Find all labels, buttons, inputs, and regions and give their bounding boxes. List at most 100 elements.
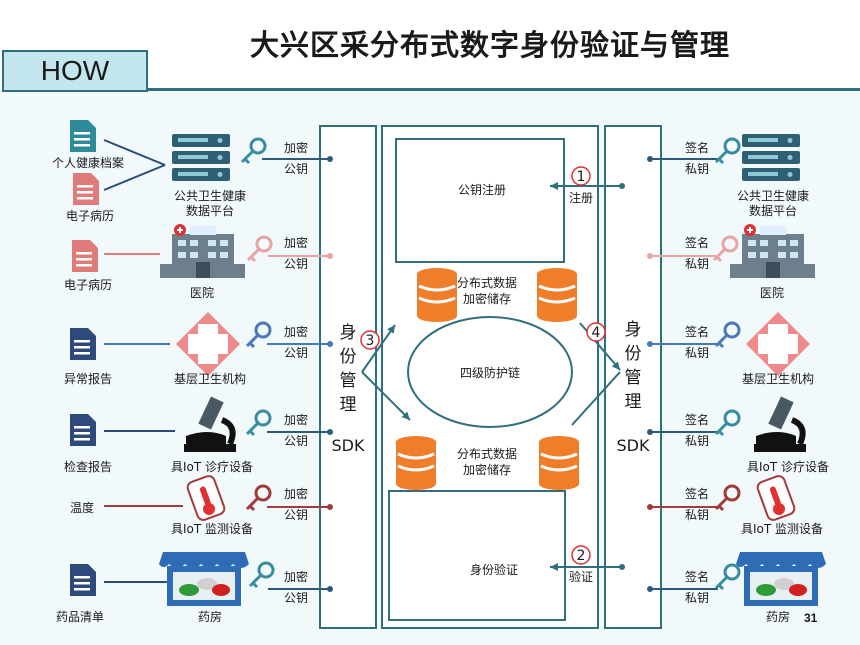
key-icon	[714, 409, 741, 437]
slide-title: 大兴区采分布式数字身份验证与管理	[249, 28, 730, 62]
verify-arrow-dot	[619, 564, 625, 570]
key-icon	[714, 563, 741, 591]
svg-text:身: 身	[625, 320, 642, 340]
svg-text:理: 理	[625, 392, 642, 412]
left-key-label-2b: 公钥	[284, 346, 308, 360]
key-icon	[714, 137, 741, 165]
right-key-label-1b: 私钥	[685, 257, 709, 271]
svg-text:1: 1	[577, 169, 586, 185]
svg-text:份: 份	[625, 344, 642, 364]
entity-label-right-0a: 公共卫生健康	[737, 188, 809, 203]
thermometer-icon	[756, 475, 796, 521]
document-icon	[70, 120, 96, 152]
medical-cross-icon	[176, 312, 240, 376]
chain-ellipse	[407, 316, 573, 428]
left-key-label-0b: 公钥	[284, 162, 308, 176]
key-icon	[245, 321, 272, 349]
entity-label-right-0b: 数据平台	[749, 203, 797, 218]
how-tab: HOW	[2, 50, 148, 92]
medical-cross-icon	[746, 312, 810, 376]
entity-label-right-5: 药房	[766, 609, 790, 624]
source-abnormal-report: 异常报告	[64, 371, 112, 386]
storage-bottom-label-2: 加密储存	[463, 462, 511, 477]
entity-label-right-3: 具IoT 诊疗设备	[747, 460, 829, 474]
storage-top-label-2: 加密储存	[463, 291, 511, 306]
svg-text:身: 身	[340, 323, 357, 343]
source-temperature: 温度	[70, 500, 94, 515]
register-label: 注册	[569, 190, 593, 205]
step3-arrow-down	[361, 371, 411, 421]
left-key-label-0a: 加密	[284, 140, 308, 155]
key-line-dot	[327, 504, 333, 510]
step-badge-2: 2	[571, 545, 591, 565]
pharmacy-icon	[736, 552, 826, 606]
source-health-record: 个人健康档案	[52, 155, 124, 170]
key-icon	[714, 321, 741, 349]
pharmacy-icon	[159, 552, 249, 606]
connector-line	[103, 164, 166, 191]
register-arrow-dot	[619, 183, 625, 189]
how-tab-label: HOW	[40, 55, 110, 86]
key-line-dot	[647, 504, 653, 510]
entity-label-right-4: 具IoT 监测设备	[741, 522, 823, 536]
left-key-label-5b: 公钥	[284, 591, 308, 605]
microscope-icon	[754, 396, 806, 452]
right-key-label-0a: 签名	[685, 140, 709, 155]
left-key-label-4a: 加密	[284, 486, 308, 501]
verify-box	[388, 490, 566, 621]
key-line-dot	[327, 156, 333, 162]
svg-text:份: 份	[340, 347, 357, 367]
key-line-dot	[647, 586, 653, 592]
database-icon	[537, 268, 577, 322]
right-key-label-4a: 签名	[685, 486, 709, 501]
left-vertical-text: 身 份 管 理	[340, 323, 357, 415]
key-icon	[712, 235, 739, 263]
header-divider	[148, 88, 860, 91]
document-icon	[70, 414, 96, 446]
register-box-label: 公钥注册	[458, 182, 506, 197]
left-key-label-5a: 加密	[284, 569, 308, 584]
source-emr-2: 电子病历	[64, 277, 112, 292]
left-key-label-4b: 公钥	[284, 508, 308, 522]
chain-label: 四级防护链	[460, 365, 520, 380]
svg-text:管: 管	[625, 368, 642, 388]
right-key-label-5a: 签名	[685, 569, 709, 584]
right-key-label-3b: 私钥	[685, 434, 709, 448]
source-exam-report: 检查报告	[64, 459, 112, 474]
entity-label-left-0b: 数据平台	[186, 203, 234, 218]
document-icon	[72, 240, 98, 272]
svg-text:3: 3	[366, 333, 375, 349]
key-line-dot	[327, 341, 333, 347]
database-icon	[396, 436, 436, 490]
left-key-label-3b: 公钥	[284, 434, 308, 448]
svg-text:理: 理	[340, 395, 357, 415]
step4-arrow-down	[571, 371, 621, 426]
svg-text:管: 管	[340, 371, 357, 391]
right-key-label-2a: 签名	[685, 324, 709, 339]
document-icon	[73, 173, 99, 205]
entity-label-left-1: 医院	[190, 286, 214, 300]
entity-label-left-3: 具IoT 诊疗设备	[171, 460, 253, 474]
key-icon	[245, 409, 272, 437]
step-badge-1: 1	[571, 166, 591, 186]
step-badge-3: 3	[360, 330, 380, 350]
left-key-label-1a: 加密	[284, 235, 308, 250]
storage-bottom-label-1: 分布式数据	[457, 446, 517, 461]
entity-label-right-1: 医院	[760, 286, 784, 300]
key-line-dot	[327, 253, 333, 259]
microscope-icon	[184, 396, 236, 452]
left-key-label-3a: 加密	[284, 412, 308, 427]
key-line-dot	[327, 586, 333, 592]
right-sdk-label: SDK	[617, 436, 650, 455]
svg-text:2: 2	[577, 548, 586, 564]
key-line-dot	[647, 253, 653, 259]
server-icon	[742, 134, 800, 181]
key-line-dot	[647, 429, 653, 435]
document-icon	[70, 328, 96, 360]
key-line-dot	[647, 156, 653, 162]
key-icon	[245, 484, 272, 512]
right-key-label-4b: 私钥	[685, 508, 709, 522]
source-drug-list: 药品清单	[56, 610, 104, 624]
